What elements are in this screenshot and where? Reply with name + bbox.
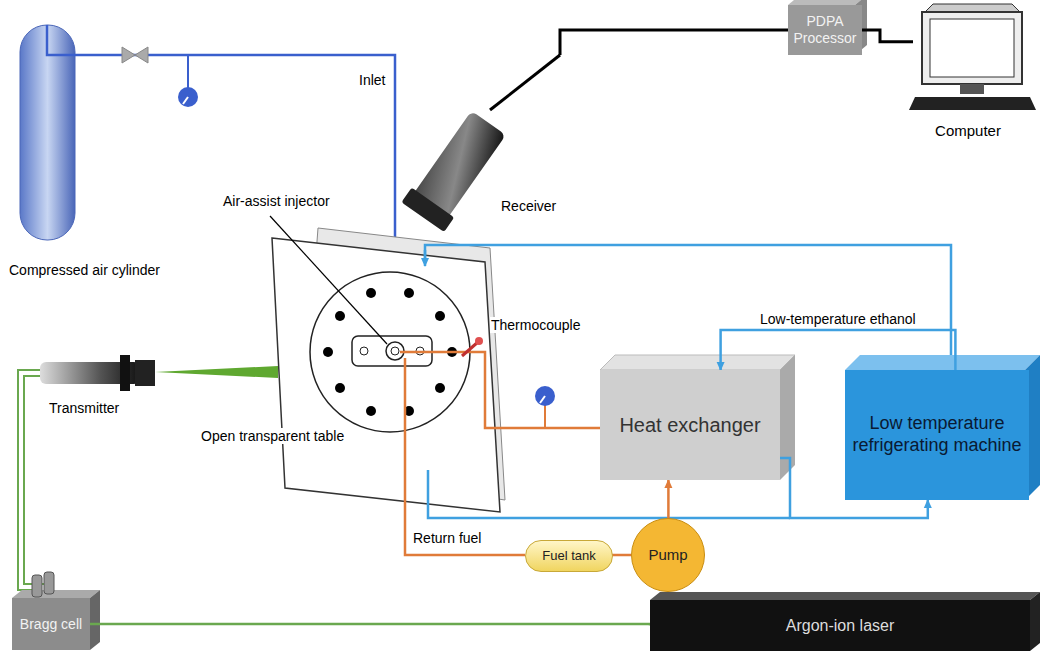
pump-circle: Pump [631, 518, 705, 592]
connector [613, 555, 631, 556]
node-text: Fuel tank [542, 548, 595, 564]
part-label: Thermocouple [490, 317, 582, 333]
edge-label: Low-temperature ethanol [759, 311, 917, 327]
part-label: Compressed air cylinder [8, 262, 161, 278]
node-text: PDPA Processor [791, 13, 859, 47]
computer-icon: Computer [913, 8, 1023, 143]
processor-box: PDPA Processor [788, 5, 862, 55]
connector [90, 624, 650, 626]
node-text: Argon-ion laser [786, 616, 895, 635]
node-text: Computer [935, 122, 1001, 140]
fuel-tank: Fuel tank [525, 540, 613, 572]
node-text: Heat exchanger [619, 413, 760, 437]
connector [667, 480, 670, 518]
part-label: Air-assist injector [222, 193, 331, 209]
part-label: Transmitter [48, 400, 120, 416]
part-label: Return fuel [412, 530, 482, 546]
heat-exchanger-box: Heat exchanger [600, 370, 780, 480]
connector [862, 30, 913, 42]
bragg-cell-box: Bragg cell [12, 598, 90, 650]
refrigerator-box: Low temperature refrigerating machine [845, 370, 1029, 500]
node-text: Pump [648, 546, 687, 564]
part-label: Inlet [358, 72, 386, 88]
node-text: Low temperature refrigerating machine [848, 413, 1026, 456]
node-text: Bragg cell [20, 616, 82, 633]
laser-box: Argon-ion laser [650, 600, 1030, 651]
part-label: Open transparent table [200, 428, 345, 444]
connector [721, 330, 956, 370]
part-label: Receiver [500, 198, 557, 214]
